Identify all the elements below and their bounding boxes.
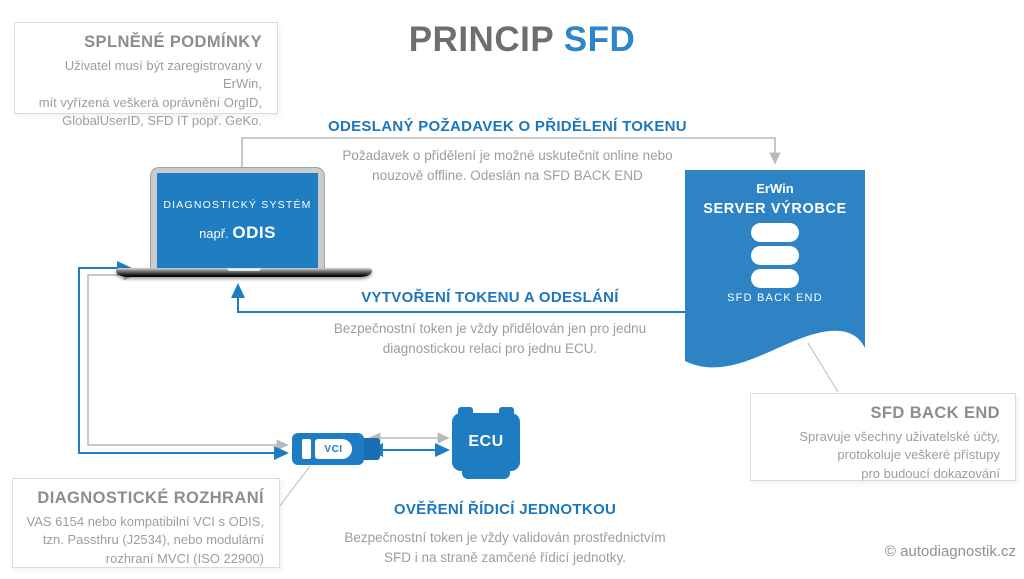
verify-flow-subtitle: Bezpečnostní token je vždy validován pro… [300,528,710,569]
sfd-backend-line: Spravuje všechny uživatelské účty, [799,429,1000,444]
server-role: SERVER VÝROBCE [703,201,847,217]
diagnostic-interface-box: DIAGNOSTICKÉ ROZHRANÍ VAS 6154 nebo komp… [12,478,280,568]
page-title-sfd: SFD [563,20,636,59]
conditions-heading: SPLNĚNÉ PODMÍNKY [84,33,262,51]
request-flow-heading: ODESLANÝ POŽADAVEK O PŘIDĚLENÍ TOKENU [328,118,687,135]
token-flow-subtitle: Bezpečnostní token je vždy přidělován je… [280,319,700,360]
verify-flow-heading: OVĚŘENÍ ŘÍDICÍ JEDNOTKOU [393,501,617,518]
laptop-base [116,268,372,277]
request-flow-line: Požadavek o přidělení je možné uskutečni… [342,148,673,163]
laptop-odis-label: např. ODIS [199,223,276,243]
laptop-notch [227,268,261,271]
copyright-text: © autodiagnostik.cz [884,543,1016,560]
diagnostic-interface-line: VAS 6154 nebo kompatibilní VCI s ODIS, [26,514,265,529]
sfd-backend-line: pro budoucí dokazování [861,465,1000,481]
conditions-line: mít vyřízená veškerá oprávnění OrgID, [38,94,262,110]
server-flag-shape [685,170,865,368]
sfd-backend-box: SFD BACK END Spravuje všechny uživatelsk… [750,393,1016,481]
vci-device: VCI [292,433,382,465]
laptop-vci-blue-arrow [78,261,289,460]
verify-flow-line: Bezpečnostní token je vždy validován pro… [344,530,666,545]
token-flow-line: Bezpečnostní token je vždy přidělován je… [333,321,647,336]
server-callout-line [807,342,839,393]
request-flow-line: nouzově offline. Odeslán na SFD BACK END [372,168,643,184]
conditions-line: Uživatel musí být zaregistrovaný v ErWin… [64,58,262,92]
laptop: DIAGNOSTICKÝ SYSTÉM např. ODIS [150,167,325,268]
server-name: ErWin [756,181,794,196]
request-flow-subtitle: Požadavek o přidělení je možné uskutečni… [295,146,720,187]
vci-callout-line [278,465,311,508]
ecu-flange [462,469,510,479]
laptop-vci-gray-arrow [87,269,289,451]
database-icon [751,223,799,288]
diagnostic-interface-heading: DIAGNOSTICKÉ ROZHRANÍ [37,489,264,507]
diagnostic-interface-line: tzn. Passthru (J2534), nebo modulární [42,532,264,548]
verify-flow-line: SFD i na straně zamčené řídicí jednotky. [383,550,627,566]
conditions-box: SPLNĚNÉ PODMÍNKY Uživatel musí být zareg… [14,22,278,128]
request-arrow [241,137,781,172]
laptop-odis-prefix: např. [199,225,229,241]
laptop-screen: DIAGNOSTICKÝ SYSTÉM např. ODIS [157,173,318,268]
server-caption: SFD BACK END [727,292,823,304]
sfd-backend-line: protokoluje veškeré přístupy [837,447,1000,463]
token-flow-heading: VYTVOŘENÍ TOKENU A ODESLÁNÍ [361,289,619,306]
page-title-principle: PRINCIP [408,20,554,59]
page-title: PRINCIP SFD [322,20,722,60]
vci-label: VCI [315,439,352,459]
ecu-label: ECU [452,413,520,471]
conditions-line: GlobalUserID, SFD IT popř. GeKo. [62,113,262,129]
sfd-backend-heading: SFD BACK END [870,404,1000,422]
laptop-system-label: DIAGNOSTICKÝ SYSTÉM [163,198,312,211]
manufacturer-server: ErWin SERVER VÝROBCE SFD BACK END [685,170,865,382]
token-flow-line: diagnostickou relaci pro jednu ECU. [382,341,598,357]
ecu-device: ECU [452,407,520,479]
laptop-odis-name: ODIS [232,222,276,242]
diagnostic-interface-line: rozhraní MVCI (ISO 22900) [105,550,264,566]
vci-led-strip [302,439,311,459]
